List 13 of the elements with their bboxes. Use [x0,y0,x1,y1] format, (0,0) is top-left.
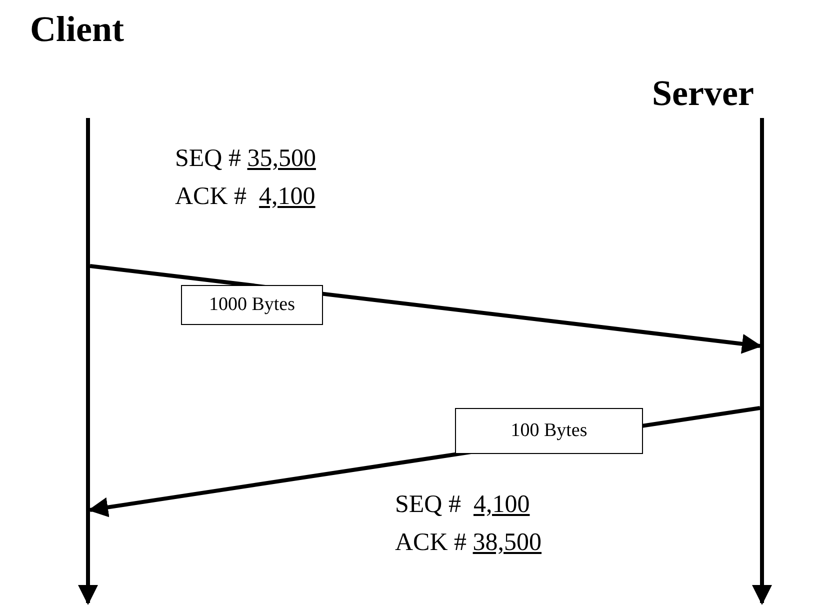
lifeline-arrow [78,570,98,605]
sequence-number-text: ACK # 38,500 [395,528,542,558]
sequence-number-text: SEQ # 35,500 [175,144,316,174]
edge-label: 1000 Bytes [181,285,323,325]
lifeline [86,118,90,570]
sequence-number-text: SEQ # 4,100 [395,490,530,520]
sequence-number-text: ACK # 4,100 [175,182,316,212]
lifeline-arrow [752,570,772,605]
server-label: Server [652,72,754,114]
edge-label: 100 Bytes [455,408,643,454]
client-label: Client [30,8,124,50]
lifeline [760,118,764,570]
message-arrow [90,264,762,354]
